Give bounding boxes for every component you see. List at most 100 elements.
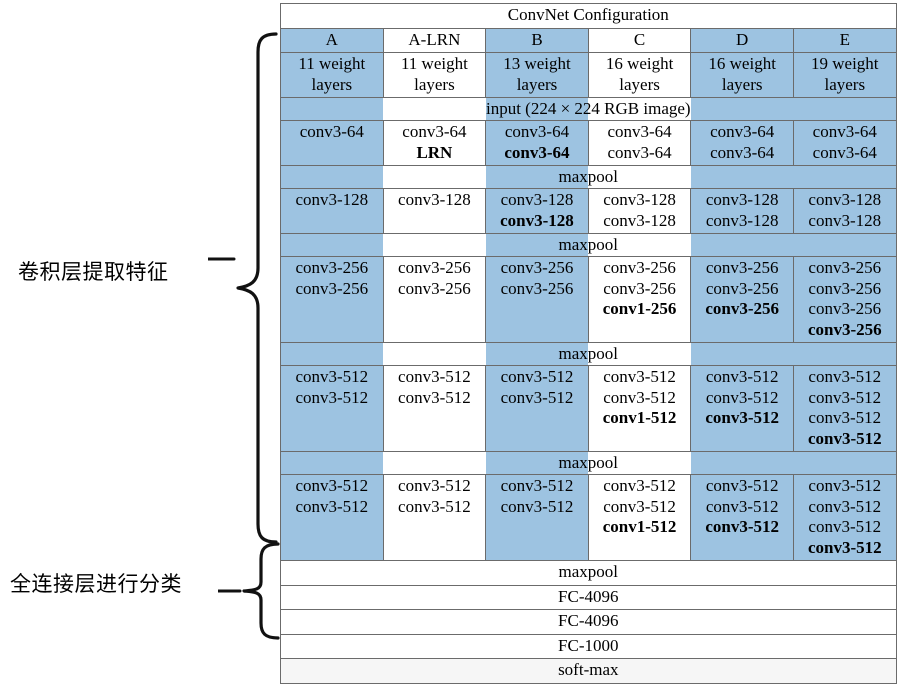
layer-label: conv3-256 <box>705 299 779 318</box>
maxpool-row-3-cell: maxpool <box>280 451 897 475</box>
cell-conv128-a-lrn: conv3-128 <box>382 188 487 234</box>
layer-label: conv3-256 <box>603 258 676 277</box>
layer-label: conv3-512 <box>705 476 779 495</box>
weight-layers-line: layers <box>516 74 558 94</box>
layer-label: conv3-512 <box>295 387 369 407</box>
layer-label: conv3-64 <box>710 122 775 141</box>
layer-label: conv3-128 <box>808 210 882 230</box>
input-row: input (224 × 224 RGB image) <box>280 97 897 121</box>
layer-label: LRN <box>416 142 453 162</box>
column-header-a[interactable]: A <box>280 27 384 53</box>
layer-label: conv3-512 <box>705 367 779 386</box>
column-header-c[interactable]: C <box>587 27 692 53</box>
maxpool-row-1-label: maxpool <box>558 235 619 254</box>
maxpool-row-2-label: maxpool <box>558 344 619 363</box>
weight-layers-line: layers <box>721 74 763 94</box>
column-header-b[interactable]: B <box>485 27 589 53</box>
column-shading <box>281 452 896 474</box>
layer-label: conv3-512 <box>398 387 471 407</box>
maxpool-row-0-label: maxpool <box>558 167 619 186</box>
layer-label: conv3-256 <box>500 278 574 298</box>
layer-label: conv3-512 <box>500 496 574 516</box>
layer-label: conv3-512 <box>808 387 882 407</box>
layer-label: conv3-512 <box>808 476 882 495</box>
layer-label: conv3-128 <box>705 210 779 230</box>
input-row-label: input (224 × 224 RGB image) <box>485 99 691 118</box>
annotation-fc-classify: 全连接层进行分类 <box>10 572 182 596</box>
brace-fc-stem <box>218 584 242 598</box>
footer-row-fc-4096-1: FC-4096 <box>280 584 897 610</box>
brace-fc-stem-icon <box>218 589 242 593</box>
footer-label-soft-max: soft-max <box>280 658 897 684</box>
layer-label: conv3-256 <box>808 278 882 298</box>
column-header-a-lrn[interactable]: A-LRN <box>382 27 487 53</box>
brace-conv-section <box>232 30 280 546</box>
layer-label: conv3-512 <box>295 496 369 516</box>
footer-label-fc-1000: FC-1000 <box>280 633 897 659</box>
layer-label: conv3-128 <box>500 210 574 230</box>
maxpool-row-1: maxpool <box>280 233 897 257</box>
layer-label: conv3-256 <box>705 278 779 298</box>
layer-label: conv3-128 <box>603 190 676 209</box>
maxpool-row-0-cell: maxpool <box>280 165 897 189</box>
footer-row-maxpool-final: maxpool <box>280 560 897 586</box>
weight-layers-line: layers <box>619 74 660 94</box>
layer-label: conv3-512 <box>808 367 882 386</box>
weight-layers-line: layers <box>824 74 866 94</box>
maxpool-row-2: maxpool <box>280 342 897 366</box>
column-header-d[interactable]: D <box>690 27 794 53</box>
weight-layers-line: 19 weight <box>811 54 879 73</box>
maxpool-row-2-cell: maxpool <box>280 342 897 366</box>
maxpool-row-1-cell: maxpool <box>280 233 897 257</box>
brace-fc-section <box>238 541 282 641</box>
layer-label: conv3-64 <box>812 122 877 141</box>
layer-label: conv3-128 <box>398 190 471 209</box>
weight-layers-line: layers <box>414 74 455 94</box>
layer-label: conv1-512 <box>602 517 677 536</box>
layer-label: conv3-256 <box>807 319 882 339</box>
layer-label: conv3-256 <box>295 278 369 298</box>
layer-label: conv3-512 <box>603 496 676 516</box>
brace-fc-icon <box>242 542 280 640</box>
brace-conv-stem <box>208 252 236 266</box>
maxpool-row-3: maxpool <box>280 451 897 475</box>
cell-conv64-a: conv3-64 <box>280 120 384 166</box>
layer-label: conv3-512 <box>603 367 676 386</box>
column-header-e[interactable]: E <box>792 27 897 53</box>
brace-conv-icon <box>236 32 278 544</box>
weight-layers-line: 11 weight <box>298 54 366 73</box>
layer-label: conv3-512 <box>705 496 779 516</box>
layer-label: conv3-512 <box>807 428 882 448</box>
layer-label: conv3-64 <box>402 122 467 141</box>
layer-label: conv3-128 <box>603 210 676 230</box>
column-shading <box>281 98 896 120</box>
layer-label: conv3-128 <box>500 190 574 209</box>
layer-label: conv3-64 <box>607 122 672 141</box>
